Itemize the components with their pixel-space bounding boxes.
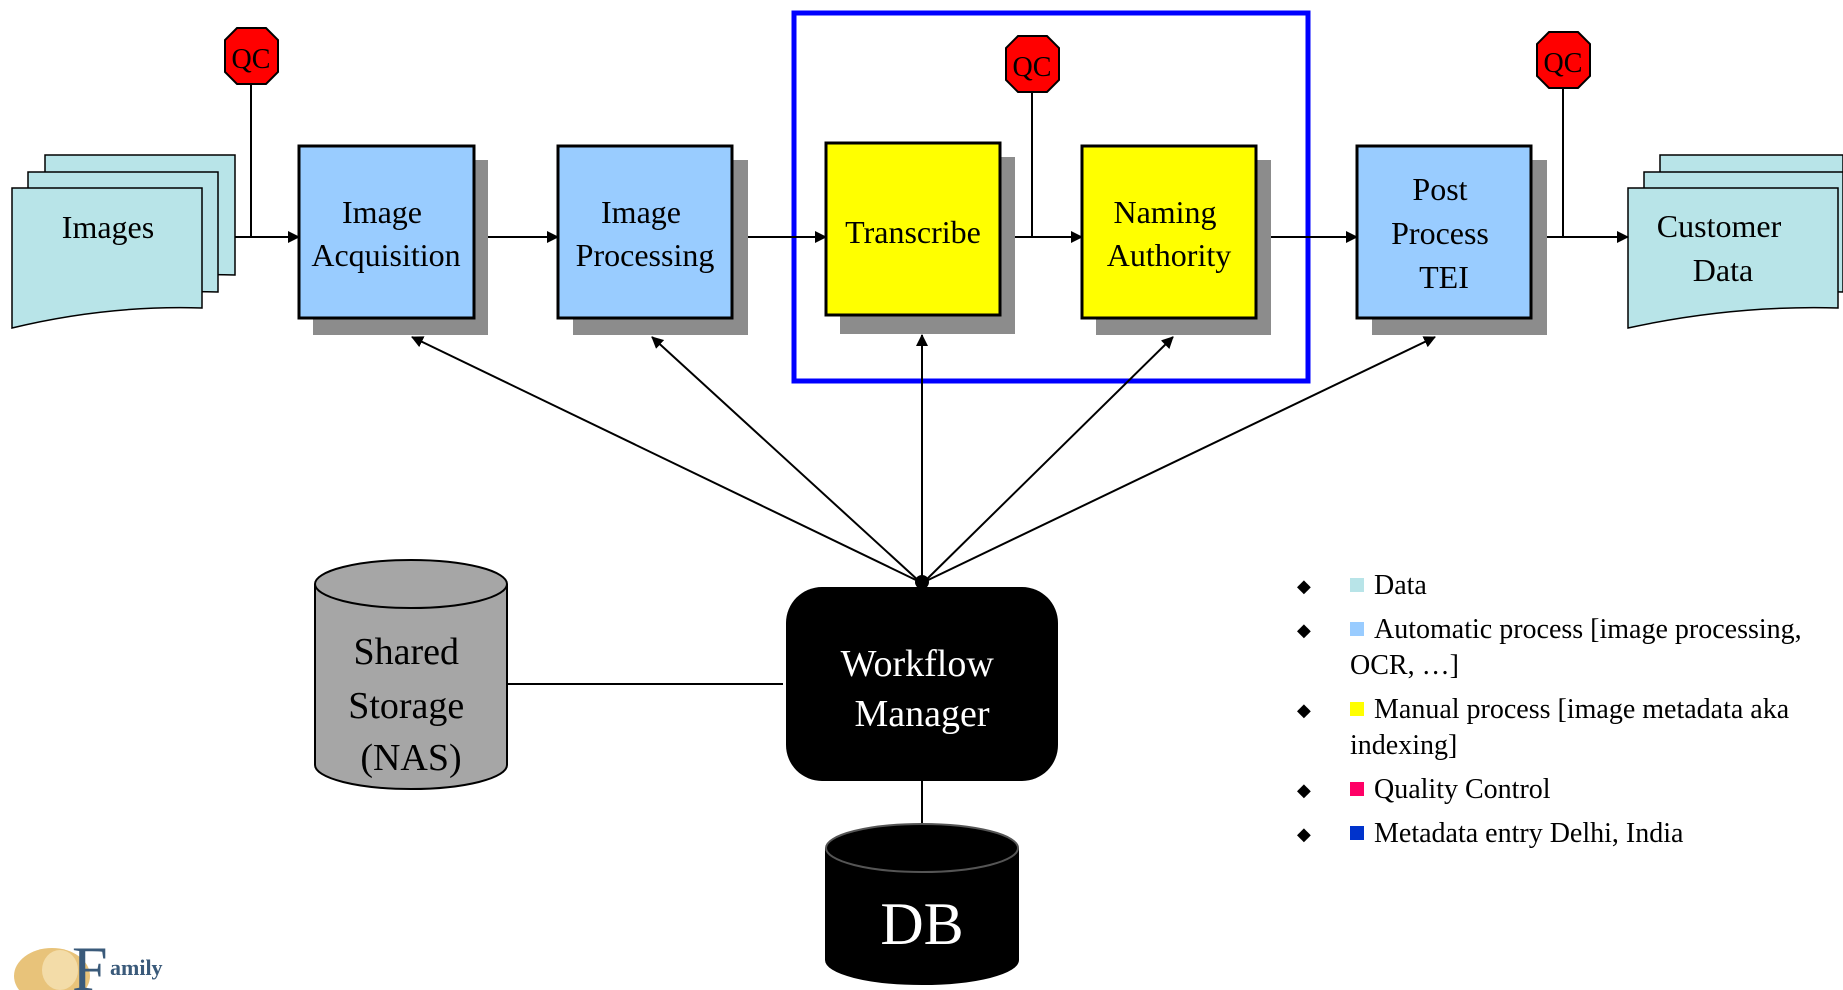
naming-authority-box: Naming Authority [1080, 144, 1271, 335]
legend-item-qc: ◆ Quality Control [1285, 772, 1805, 808]
db-label: DB [880, 891, 963, 957]
pipeline-connectors [235, 85, 1629, 243]
legend-label-metadata: Metadata entry Delhi, India [1374, 818, 1684, 849]
image-processing-line-1: Image [601, 194, 681, 230]
manager-line-1: Workflow [841, 643, 995, 685]
customer-data-node: Customer Data [1627, 154, 1843, 329]
legend-item-manual: ◆ Manual process [image metadata aka ind… [1285, 692, 1805, 764]
workflow-manager-node: Workflow Manager [786, 575, 1058, 781]
storage-line-3: (NAS) [360, 737, 461, 779]
legend-label-manual: Manual process [image metadata aka index… [1350, 694, 1790, 761]
images-data-node: Images [11, 154, 236, 329]
family-logo: F amily [14, 933, 163, 990]
legend-swatch-automatic [1350, 622, 1364, 636]
shared-storage-label: Shared Storage (NAS) [348, 631, 474, 779]
customer-data-line-1: Customer [1657, 208, 1782, 244]
legend: ◆ Data ◆ Automatic process [image proces… [1285, 568, 1805, 860]
image-processing-line-2: Processing [576, 237, 715, 273]
legend-bullet: ◆ [1297, 824, 1311, 844]
post-process-line-1: Post [1412, 171, 1467, 207]
naming-authority-line-1: Naming [1113, 194, 1216, 230]
arrow-manager-to-acquisition [411, 336, 921, 583]
logo-word: amily [110, 955, 163, 980]
qc-sign-1: QC [224, 27, 279, 85]
images-label: Images [62, 209, 154, 245]
legend-label-automatic: Automatic process [image processing, OCR… [1350, 614, 1802, 681]
arrow-manager-to-processing [651, 336, 921, 583]
workflow-manager-label: Workflow Manager [841, 643, 1004, 735]
image-acquisition-line-1: Image [342, 194, 422, 230]
customer-data-label: Customer Data [1657, 208, 1789, 288]
naming-authority-line-2: Authority [1107, 237, 1231, 273]
qc-label-3: QC [1544, 48, 1583, 79]
image-acquisition-box: Image Acquisition [297, 144, 488, 335]
legend-bullet: ◆ [1297, 780, 1311, 800]
post-process-line-2: Process [1391, 215, 1489, 251]
image-processing-label: Image Processing [576, 194, 715, 273]
qc-sign-3: QC [1536, 31, 1591, 89]
logo-letter: F [72, 933, 108, 990]
qc-sign-2: QC [1005, 35, 1060, 93]
transcribe-label: Transcribe [845, 214, 981, 250]
shared-storage-cylinder: Shared Storage (NAS) [314, 559, 508, 790]
naming-authority-label: Naming Authority [1107, 194, 1231, 273]
transcribe-box: Transcribe [824, 141, 1015, 334]
storage-line-2: Storage [348, 685, 464, 727]
post-process-label: Post Process TEI [1391, 171, 1497, 295]
post-process-line-3: TEI [1419, 259, 1469, 295]
arrow-manager-to-post [923, 336, 1436, 583]
image-processing-box: Image Processing [556, 144, 748, 335]
legend-bullet: ◆ [1297, 576, 1311, 596]
legend-bullet: ◆ [1297, 620, 1311, 640]
legend-item-data: ◆ Data [1285, 568, 1805, 604]
manual-process-highlight [791, 10, 1311, 384]
legend-swatch-qc [1350, 782, 1364, 796]
legend-item-metadata: ◆ Metadata entry Delhi, India [1285, 816, 1805, 852]
legend-label-qc: Quality Control [1374, 774, 1551, 805]
post-process-tei-box: Post Process TEI [1355, 144, 1547, 335]
arrow-manager-to-naming [923, 336, 1174, 583]
qc-label-1: QC [232, 44, 271, 75]
manager-connectors [411, 334, 1436, 861]
legend-item-automatic: ◆ Automatic process [image processing, O… [1285, 612, 1805, 684]
customer-data-line-2: Data [1693, 252, 1753, 288]
image-acquisition-label: Image Acquisition [311, 194, 460, 273]
legend-swatch-data [1350, 578, 1364, 592]
qc-label-2: QC [1013, 52, 1052, 83]
db-cylinder: DB [825, 823, 1019, 985]
legend-swatch-manual [1350, 702, 1364, 716]
manager-line-2: Manager [854, 693, 989, 735]
storage-line-1: Shared [353, 631, 459, 673]
legend-bullet: ◆ [1297, 700, 1311, 720]
legend-swatch-metadata [1350, 826, 1364, 840]
image-acquisition-line-2: Acquisition [311, 237, 460, 273]
legend-label-data: Data [1374, 570, 1427, 601]
